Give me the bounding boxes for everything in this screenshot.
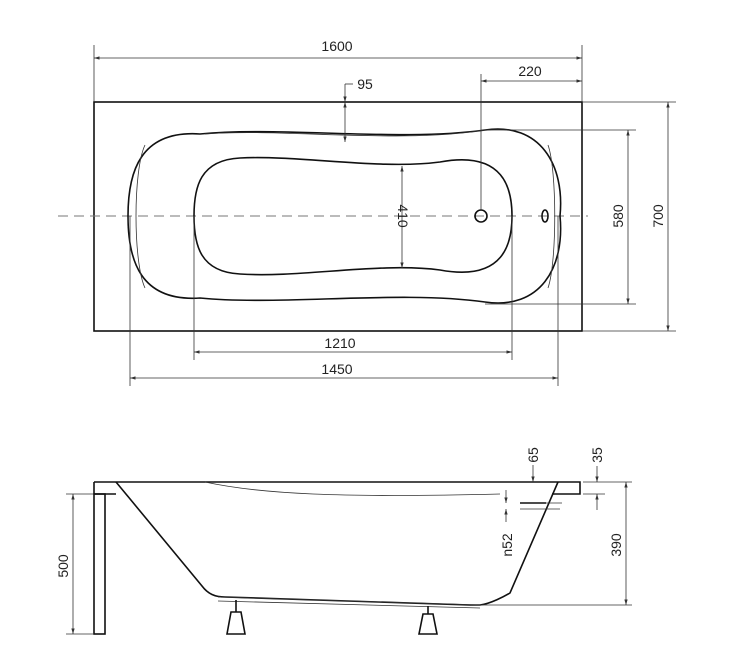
overflow-icon bbox=[541, 209, 549, 223]
dim-1600: 1600 bbox=[321, 38, 352, 54]
dim-65: 65 bbox=[525, 447, 541, 463]
dim-580: 580 bbox=[610, 204, 626, 228]
foot-left bbox=[226, 600, 246, 635]
dim-390: 390 bbox=[608, 533, 624, 557]
dim-95: 95 bbox=[357, 76, 373, 92]
top-view: 1600 220 95 410 580 700 1210 1450 bbox=[58, 38, 676, 386]
tub-profile bbox=[115, 481, 559, 606]
dim-1450: 1450 bbox=[321, 361, 352, 377]
dim-35: 35 bbox=[589, 447, 605, 463]
dim-410: 410 bbox=[395, 204, 411, 228]
inner-bowl bbox=[193, 156, 513, 276]
dim-220: 220 bbox=[518, 63, 542, 79]
dim-700: 700 bbox=[650, 204, 666, 228]
foot-right bbox=[418, 606, 438, 635]
dim-1210: 1210 bbox=[324, 335, 355, 351]
side-view: 65 35 n52 390 500 bbox=[55, 447, 632, 635]
front-panel bbox=[93, 493, 106, 635]
outer-bowl bbox=[127, 128, 562, 304]
dim-n52: n52 bbox=[499, 533, 515, 557]
dim-500: 500 bbox=[55, 554, 71, 578]
